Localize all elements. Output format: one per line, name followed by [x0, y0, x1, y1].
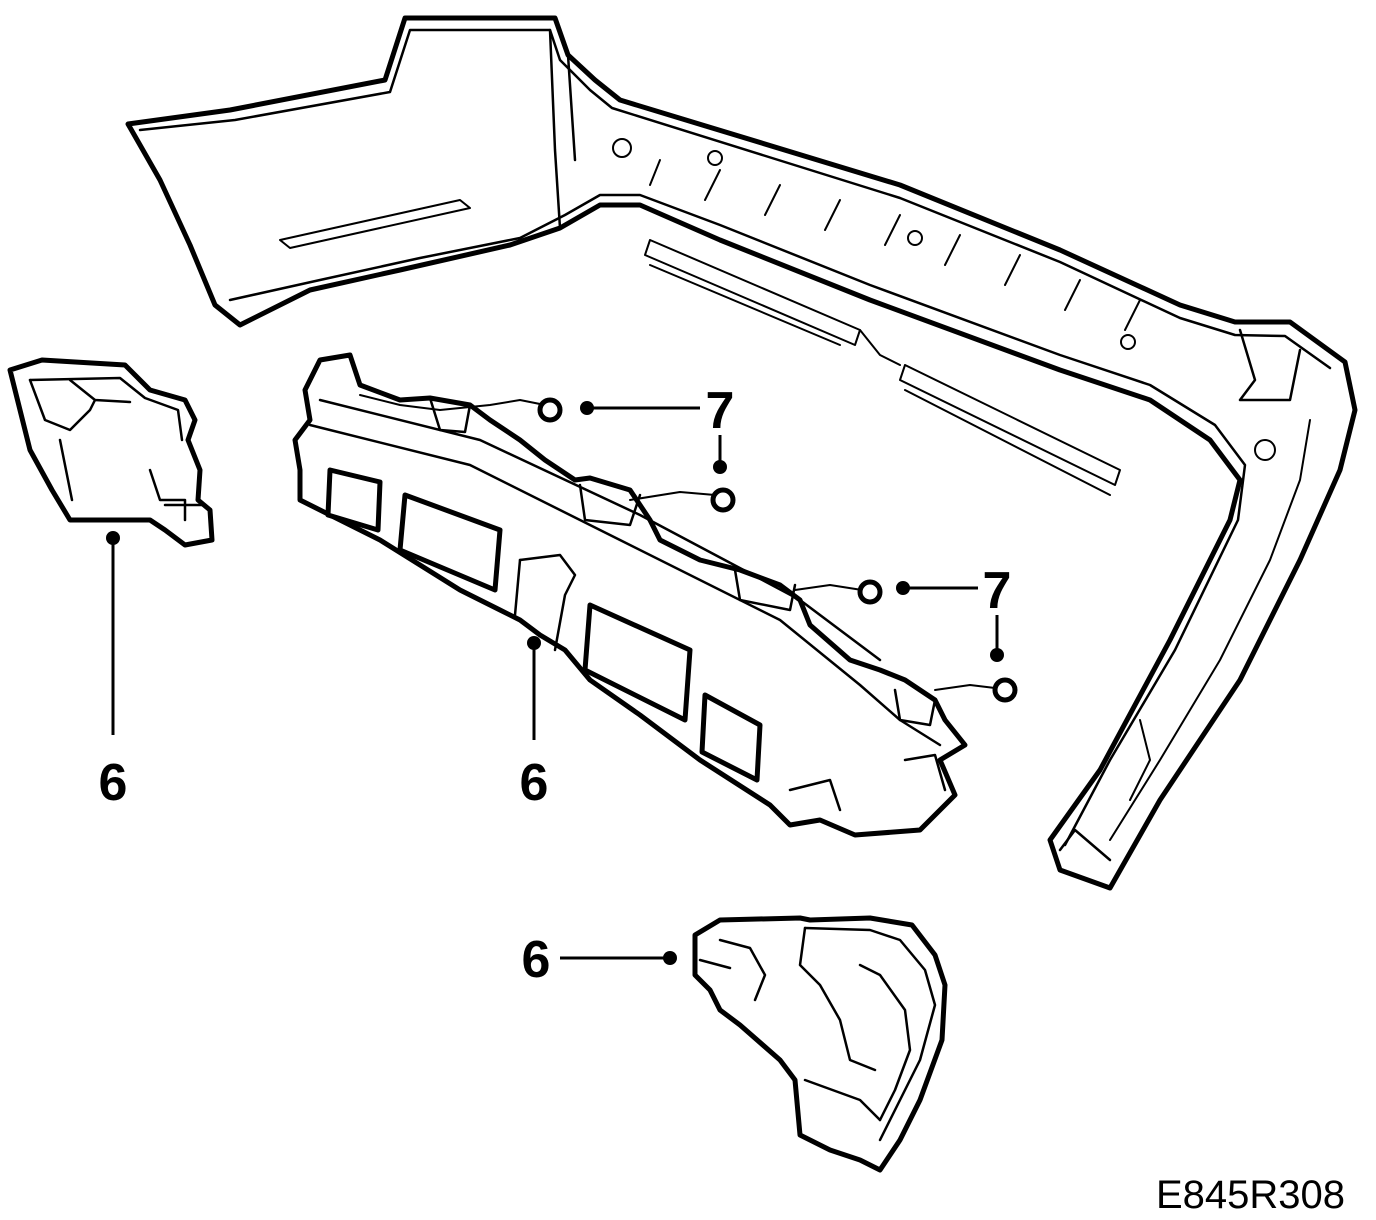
- bumper-cover: [125, 15, 1358, 891]
- callout-label: 6: [99, 754, 128, 812]
- callout-label: 7: [706, 382, 735, 440]
- left-bracket: [7, 357, 215, 548]
- bumper-crossmember: [292, 352, 1018, 838]
- callout-6-b: 6: [520, 636, 549, 812]
- callout-6-a: 6: [99, 531, 128, 812]
- reference-code: E845R308: [1156, 1173, 1345, 1217]
- callout-7-d: 7: [580, 382, 734, 474]
- callout-label: 7: [983, 562, 1012, 620]
- callout-label: 6: [522, 931, 551, 989]
- callout-6-c: 6: [522, 931, 677, 989]
- callout-label: 6: [520, 754, 549, 812]
- right-bracket: [692, 915, 948, 1173]
- callout-7-e: 7: [896, 562, 1011, 662]
